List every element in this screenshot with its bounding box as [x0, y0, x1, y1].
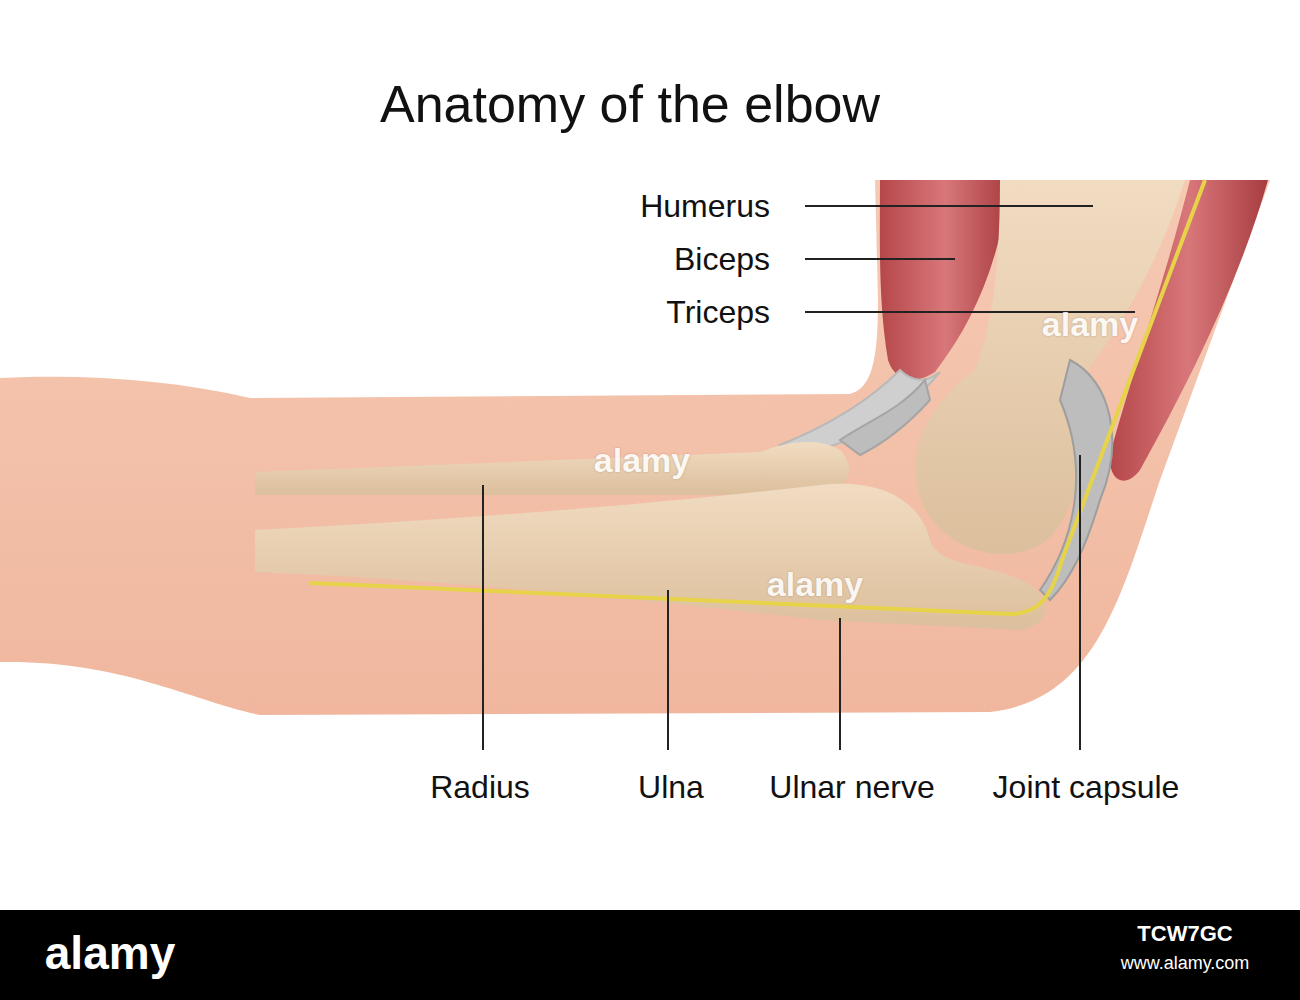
watermark-logo: alamy — [45, 928, 175, 979]
part-label: Biceps — [674, 242, 770, 277]
part-label: Ulnar nerve — [769, 770, 934, 805]
ulnar-nerve — [310, 180, 1205, 614]
watermark-bar — [0, 910, 1300, 1000]
leader-lines — [483, 206, 1135, 750]
part-label: Triceps — [666, 295, 770, 330]
part-label: Radius — [430, 770, 530, 805]
watermark-url: www.alamy.com — [1121, 954, 1250, 974]
part-label: Humerus — [640, 189, 770, 224]
diagram-title: Anatomy of the elbow — [380, 76, 880, 133]
radius-bone — [255, 442, 849, 495]
joint-capsule — [1040, 360, 1112, 600]
watermark: alamy — [594, 442, 690, 479]
ulna-bone — [255, 484, 1046, 630]
watermark: alamy — [767, 566, 863, 603]
part-label: Joint capsule — [993, 770, 1180, 805]
part-label: Ulna — [638, 770, 704, 805]
image-id: TCW7GC — [1137, 922, 1232, 946]
watermark: alamy — [1042, 306, 1138, 343]
joint-capsule-front — [840, 380, 930, 455]
